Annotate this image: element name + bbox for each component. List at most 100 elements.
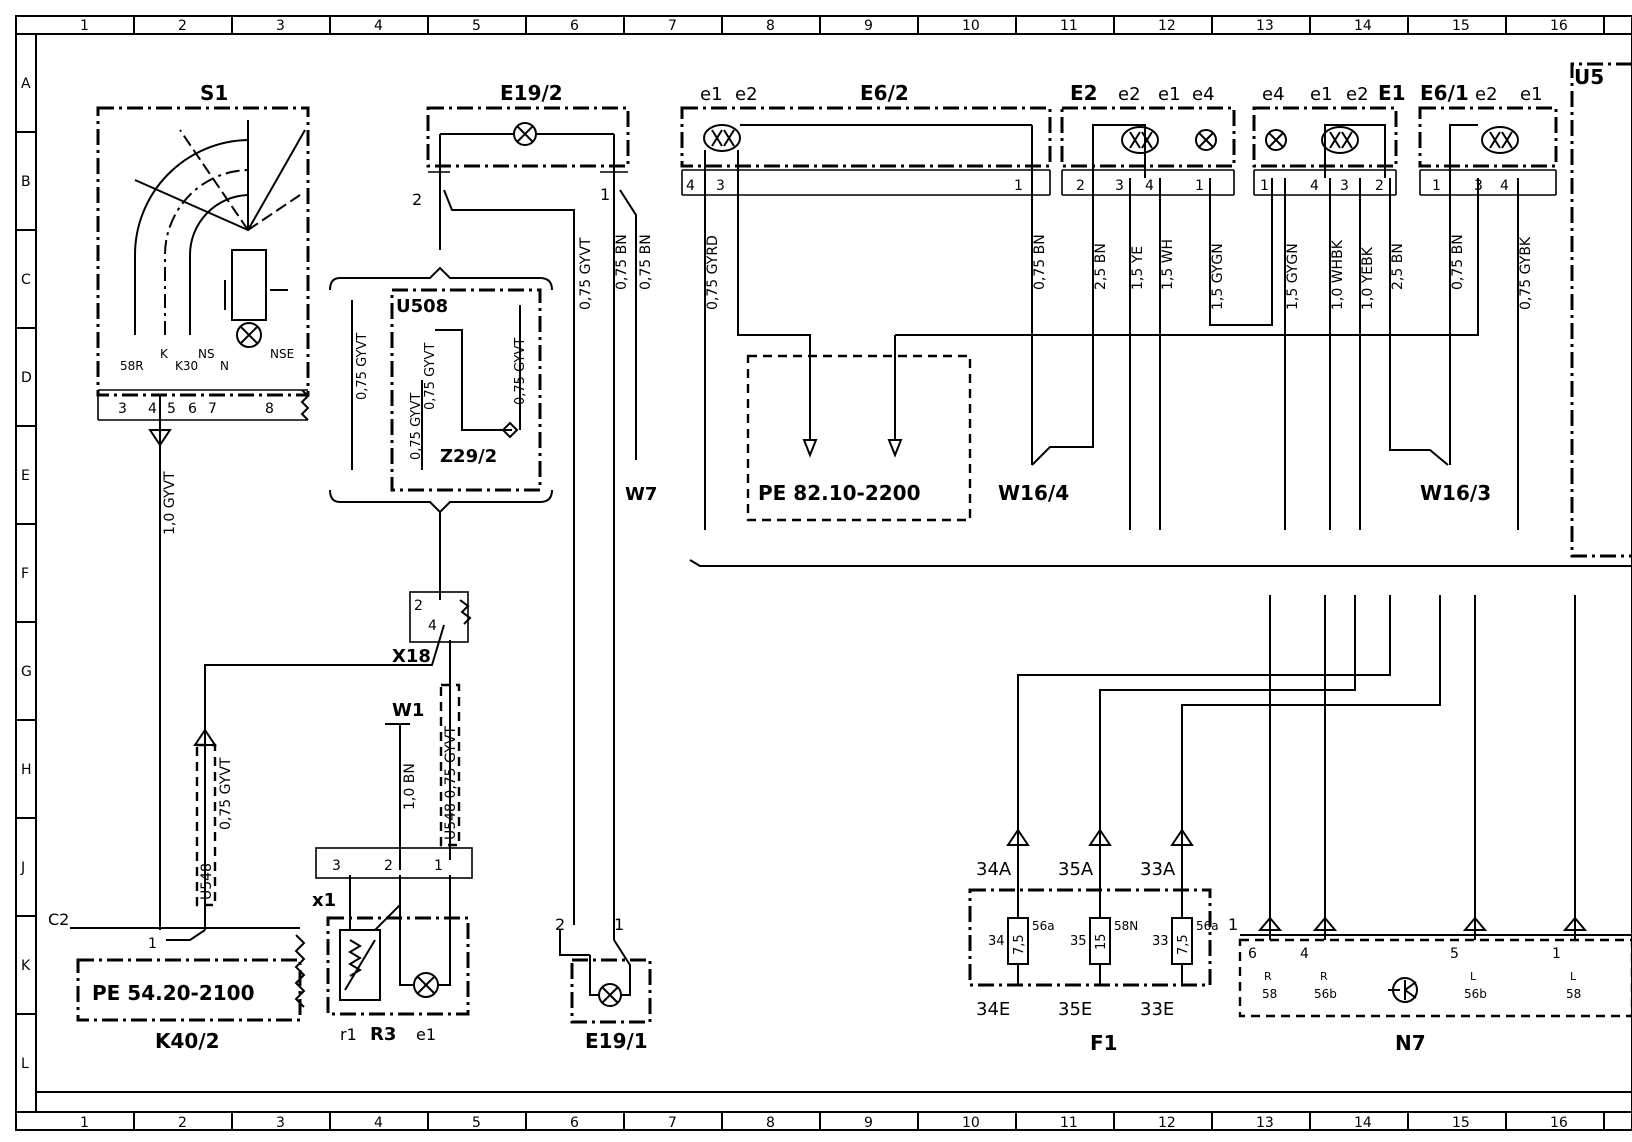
row-label: H — [21, 762, 32, 778]
svg-text:U548: U548 — [199, 863, 215, 900]
svg-text:U5: U5 — [1574, 65, 1604, 89]
lamp-e6-1: E6/1 e2 e1 1 3 4 0,75 BN 0,75 GYBK W16/3 — [1418, 81, 1558, 530]
column-label: 9 — [864, 1115, 873, 1131]
frame — [15, 15, 1632, 1131]
svg-text:3: 3 — [1474, 178, 1483, 194]
svg-text:58: 58 — [1262, 987, 1277, 1001]
svg-text:e2: e2 — [1475, 84, 1498, 105]
svg-text:X18: X18 — [392, 646, 431, 667]
svg-text:NSE: NSE — [270, 347, 294, 361]
svg-text:E6/1: E6/1 — [1420, 81, 1469, 105]
svg-text:e1: e1 — [416, 1025, 436, 1044]
svg-text:1: 1 — [1228, 915, 1238, 934]
svg-text:1,5 GYGN: 1,5 GYGN — [1210, 243, 1226, 310]
svg-text:35E: 35E — [1058, 999, 1092, 1020]
svg-text:35A: 35A — [1058, 859, 1094, 880]
svg-text:W7: W7 — [625, 484, 657, 505]
svg-text:8: 8 — [265, 401, 274, 417]
row-label: J — [20, 860, 25, 876]
svg-text:K30: K30 — [175, 359, 198, 373]
svg-text:3: 3 — [1115, 178, 1124, 194]
svg-text:0,75 BN: 0,75 BN — [614, 234, 630, 290]
module-u508: U508 Z29/2 0,75 GYVT 0,75 GYVT 0,75 GYVT… — [329, 266, 553, 514]
svg-text:0,75 GYVT: 0,75 GYVT — [578, 237, 594, 310]
svg-text:0,75 GYVT: 0,75 GYVT — [409, 393, 424, 460]
svg-text:e1: e1 — [700, 84, 723, 105]
svg-text:2: 2 — [412, 190, 422, 209]
svg-text:2,5 BN: 2,5 BN — [1390, 243, 1406, 290]
svg-text:34E: 34E — [976, 999, 1010, 1020]
svg-text:R: R — [1264, 970, 1272, 983]
column-label: 16 — [1550, 1115, 1568, 1131]
row-label: A — [21, 76, 31, 92]
svg-text:3: 3 — [716, 178, 725, 194]
svg-text:1: 1 — [1014, 178, 1023, 194]
svg-text:0,75 GYRD: 0,75 GYRD — [705, 235, 721, 310]
column-label: 15 — [1452, 18, 1470, 34]
row-label: D — [21, 370, 32, 386]
column-label: 13 — [1256, 1115, 1274, 1131]
svg-text:0,75 GYVT: 0,75 GYVT — [218, 757, 234, 830]
svg-text:r1: r1 — [340, 1025, 357, 1044]
svg-text:1,5 WH: 1,5 WH — [1160, 239, 1176, 290]
svg-text:Z29/2: Z29/2 — [440, 446, 497, 467]
column-label: 1 — [80, 1115, 89, 1131]
svg-text:2: 2 — [384, 858, 393, 874]
svg-text:U508: U508 — [396, 296, 448, 317]
svg-text:2: 2 — [414, 598, 423, 614]
svg-text:2: 2 — [1076, 178, 1085, 194]
svg-text:e4: e4 — [1262, 84, 1285, 105]
svg-text:e2: e2 — [1346, 84, 1369, 105]
svg-text:1: 1 — [434, 858, 443, 874]
svg-text:e2: e2 — [1118, 84, 1141, 105]
svg-text:58: 58 — [1566, 987, 1581, 1001]
svg-text:56b: 56b — [1314, 987, 1337, 1001]
column-label: 11 — [1060, 18, 1078, 34]
svg-text:F1: F1 — [1090, 1031, 1118, 1055]
column-label: 10 — [962, 1115, 980, 1131]
svg-text:1,0 BN: 1,0 BN — [402, 763, 418, 810]
column-label: 4 — [374, 1115, 383, 1131]
svg-text:0,75 GYVT: 0,75 GYVT — [355, 333, 370, 400]
svg-text:4: 4 — [1300, 946, 1309, 962]
svg-text:R: R — [1320, 970, 1328, 983]
svg-text:15: 15 — [1094, 933, 1109, 950]
svg-text:0,75 GYVT: 0,75 GYVT — [423, 343, 438, 410]
svg-text:0,75 BN: 0,75 BN — [638, 234, 654, 290]
svg-text:e1: e1 — [1158, 84, 1181, 105]
svg-text:L: L — [1570, 970, 1577, 983]
svg-text:3: 3 — [1340, 178, 1349, 194]
svg-text:2: 2 — [555, 915, 565, 934]
module-u5: U5 — [1570, 62, 1632, 558]
fuse-box-f1: 34A 35A 33A 34 35 33 7,5 15 7,5 56a 58N … — [968, 828, 1219, 1055]
lamp-e6-2: e1 e2 E6/2 4 3 1 0,75 GYRD 0,75 BN — [680, 81, 1052, 530]
row-label: E — [21, 468, 30, 484]
column-label: 3 — [276, 1115, 285, 1131]
svg-text:R3: R3 — [370, 1024, 396, 1045]
light-switch-module-n7: 1 6 4 5 1 R R L L 58 56b 56b 58 N7 — [1228, 915, 1632, 1055]
column-label: 15 — [1452, 1115, 1470, 1131]
svg-text:1: 1 — [600, 185, 610, 204]
column-label: 5 — [472, 18, 481, 34]
svg-text:33E: 33E — [1140, 999, 1174, 1020]
svg-text:K: K — [160, 347, 169, 361]
column-label: 3 — [276, 18, 285, 34]
svg-text:e1: e1 — [1520, 84, 1543, 105]
column-label: 14 — [1354, 1115, 1372, 1131]
svg-text:1: 1 — [614, 915, 624, 934]
svg-text:E6/2: E6/2 — [860, 81, 909, 105]
svg-text:N: N — [220, 359, 229, 373]
column-label: 14 — [1354, 18, 1372, 34]
svg-text:7: 7 — [208, 401, 217, 417]
svg-text:E19/1: E19/1 — [585, 1029, 648, 1053]
svg-text:W1: W1 — [392, 700, 424, 721]
relay-module-k40-2: C2 1 PE 54.20-2100 K40/2 — [48, 910, 306, 1053]
row-label: K — [21, 958, 31, 974]
resistor-r3-group: W1 1,0 BN 3 2 1 x1 r1 R3 e1 — [312, 700, 473, 1045]
column-label: 6 — [570, 18, 579, 34]
svg-text:1,0 YEBK: 1,0 YEBK — [1360, 246, 1376, 310]
connector-x18: 2 4 X18 U548 0,75 GYVT U548 0,75 GYVT — [193, 512, 472, 930]
column-label: 10 — [962, 18, 980, 34]
